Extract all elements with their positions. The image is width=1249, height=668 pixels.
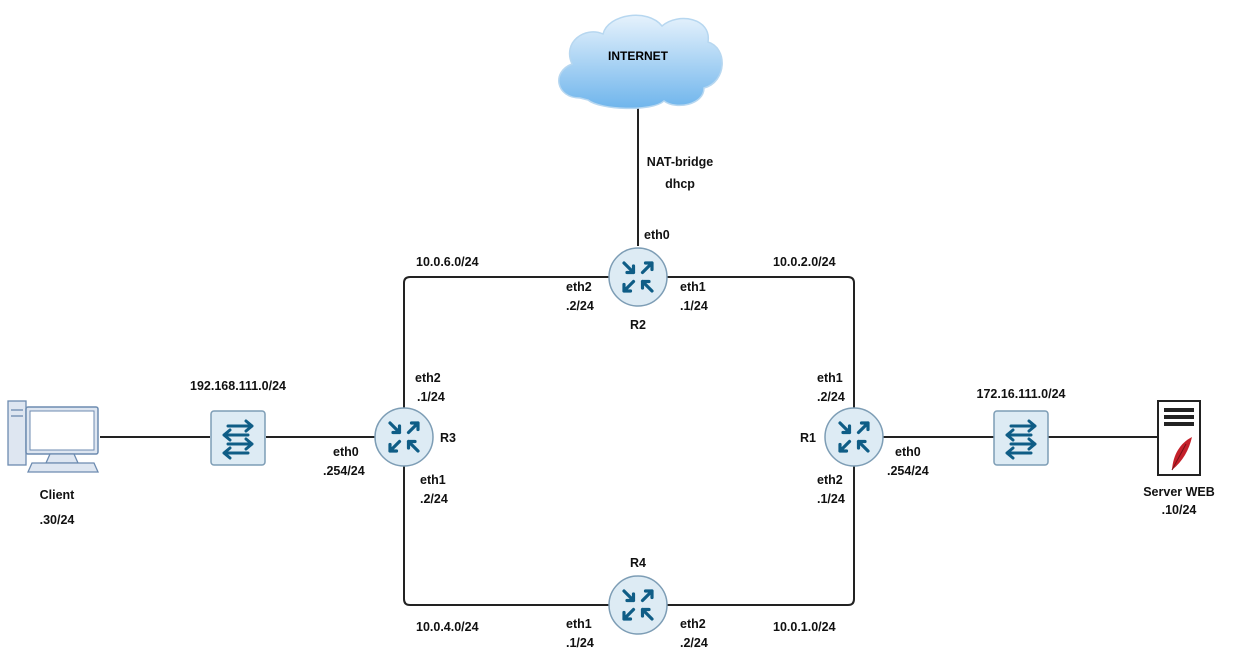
router-r3-label: R3 bbox=[440, 431, 456, 445]
switch-right[interactable]: 172.16.111.0/24 bbox=[977, 387, 1066, 467]
interface-name: eth1 bbox=[566, 617, 592, 631]
server-name: Server WEB bbox=[1143, 485, 1215, 499]
switch-right-network: 172.16.111.0/24 bbox=[977, 387, 1066, 401]
router-r1-label: R1 bbox=[800, 431, 816, 445]
router-icon bbox=[608, 247, 668, 307]
cloud-label: INTERNET bbox=[608, 49, 669, 63]
router-r2[interactable]: R2 bbox=[608, 247, 668, 332]
interface-ip: .2/24 bbox=[817, 390, 845, 404]
router-r4[interactable]: R4 bbox=[608, 556, 668, 635]
router-icon bbox=[608, 575, 668, 635]
interface-name: eth0 bbox=[644, 228, 670, 242]
server-host[interactable]: Server WEB .10/24 bbox=[1143, 400, 1215, 517]
server-ip: .10/24 bbox=[1162, 503, 1197, 517]
interface-ip: .1/24 bbox=[566, 636, 594, 650]
client-ip: .30/24 bbox=[40, 513, 75, 527]
interface-ip: .1/24 bbox=[680, 299, 708, 313]
internet-link-addressing: dhcp bbox=[665, 177, 695, 191]
interface-ip: .1/24 bbox=[417, 390, 445, 404]
switch-icon bbox=[992, 409, 1050, 467]
interface-name: eth1 bbox=[420, 473, 446, 487]
router-r2-label: R2 bbox=[630, 318, 646, 332]
interface-name: eth1 bbox=[817, 371, 843, 385]
interface-name: eth2 bbox=[566, 280, 592, 294]
computer-icon bbox=[7, 400, 100, 473]
interface-ip: .2/24 bbox=[420, 492, 448, 506]
network-r1-r2: 10.0.2.0/24 bbox=[773, 255, 836, 269]
interface-name: eth0 bbox=[333, 445, 359, 459]
router-r3[interactable]: R3 bbox=[374, 407, 456, 467]
network-r2-r3: 10.0.6.0/24 bbox=[416, 255, 479, 269]
router-icon bbox=[374, 407, 434, 467]
interface-name: eth1 bbox=[680, 280, 706, 294]
router-r1[interactable]: R1 bbox=[800, 407, 884, 467]
link-r2-r1 bbox=[667, 276, 855, 408]
interface-ip: .2/24 bbox=[566, 299, 594, 313]
switch-left-network: 192.168.111.0/24 bbox=[190, 379, 286, 393]
internet-link-type: NAT-bridge bbox=[647, 155, 713, 169]
client-host[interactable]: Client .30/24 bbox=[7, 400, 100, 527]
link-r3-r4 bbox=[403, 465, 611, 606]
interface-ip: .254/24 bbox=[887, 464, 929, 478]
interface-name: eth0 bbox=[895, 445, 921, 459]
link-r1-r4 bbox=[667, 465, 855, 606]
network-r1-r4: 10.0.1.0/24 bbox=[773, 620, 836, 634]
interface-name: eth2 bbox=[415, 371, 441, 385]
interface-ip: .254/24 bbox=[323, 464, 365, 478]
links bbox=[100, 108, 1158, 606]
cloud-icon bbox=[558, 14, 723, 110]
interface-name: eth2 bbox=[680, 617, 706, 631]
interface-ip: .1/24 bbox=[817, 492, 845, 506]
network-r3-r4: 10.0.4.0/24 bbox=[416, 620, 479, 634]
internet-cloud: INTERNET bbox=[558, 14, 723, 110]
router-r4-label: R4 bbox=[630, 556, 646, 570]
client-name: Client bbox=[40, 488, 76, 502]
router-icon bbox=[824, 407, 884, 467]
interface-ip: .2/24 bbox=[680, 636, 708, 650]
web-server-icon bbox=[1157, 400, 1201, 476]
interface-name: eth2 bbox=[817, 473, 843, 487]
switch-left[interactable]: 192.168.111.0/24 bbox=[190, 379, 286, 467]
link-r2-r3 bbox=[403, 276, 611, 410]
switch-icon bbox=[209, 409, 267, 467]
